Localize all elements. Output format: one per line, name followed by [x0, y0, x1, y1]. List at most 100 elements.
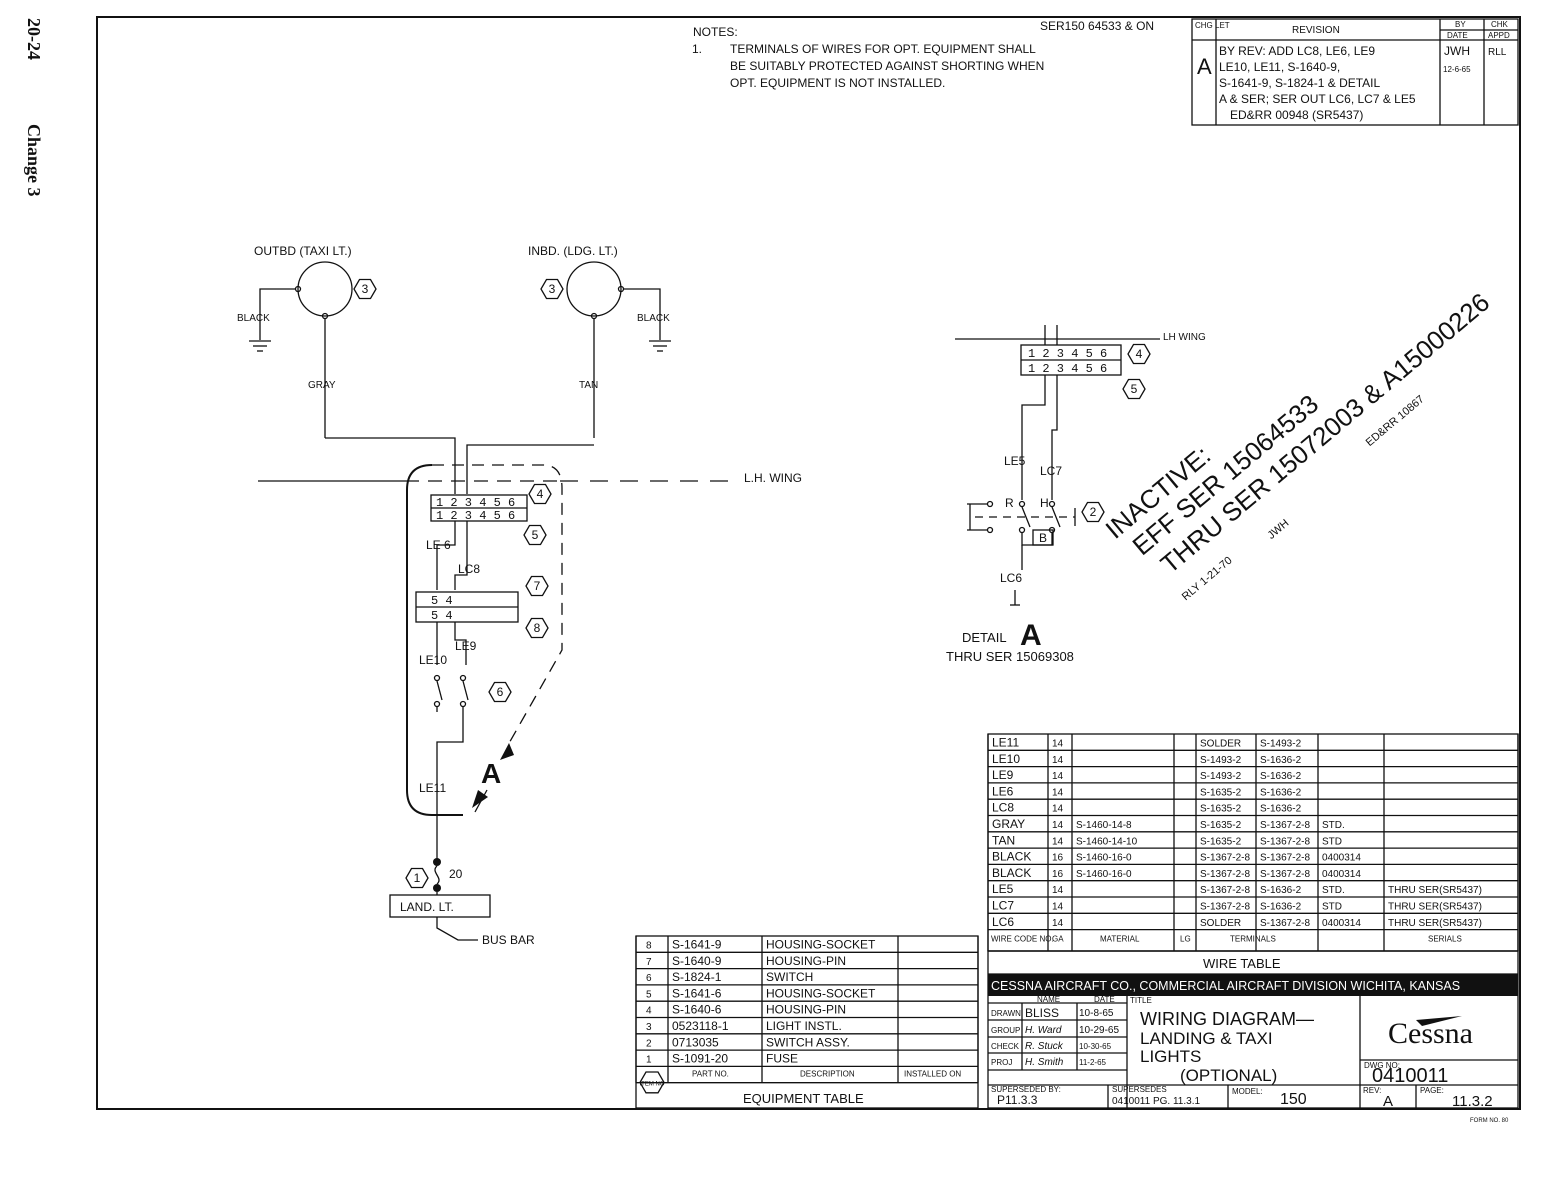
wire-cell: S-1635-2	[1200, 804, 1242, 815]
notes-item-number: 1.	[692, 42, 702, 56]
callout-label: 4	[537, 487, 544, 501]
equipment-cell: SWITCH ASSY.	[766, 1035, 850, 1049]
wire-cell: S-1636-2	[1260, 902, 1302, 913]
dwg-number: 0410011	[1372, 1065, 1448, 1087]
wire-cell: STD.	[1322, 885, 1345, 896]
wire-header: GA	[1052, 935, 1064, 944]
sw-r-label: R	[1005, 496, 1014, 510]
taxi-light-lamp	[297, 261, 353, 317]
revision-col-date: DATE	[1447, 31, 1468, 40]
wire-cell: S-1636-2	[1260, 787, 1302, 798]
wire-cell: S-1367-2-8	[1260, 853, 1310, 864]
equipment-header: PART NO.	[692, 1069, 729, 1078]
equipment-cell: HOUSING-PIN	[766, 954, 846, 968]
title-line-2: LANDING & TAXI	[1140, 1029, 1273, 1048]
item-no-label: ITEM NO	[640, 1081, 665, 1087]
name-drawn: BLISS	[1025, 1006, 1059, 1020]
wire-cell: S-1635-2	[1200, 820, 1242, 831]
wire-cell: SOLDER	[1200, 918, 1241, 929]
wire-header: WIRE CODE NO.	[991, 935, 1054, 944]
sw-b-label: B	[1039, 531, 1047, 545]
callout-1: 2	[1081, 501, 1105, 523]
inactive-initials: JWH	[1265, 517, 1291, 542]
model-value: 150	[1280, 1091, 1307, 1108]
wire-cell: THRU SER(SR5437)	[1388, 885, 1482, 896]
equipment-cell: HOUSING-PIN	[766, 1003, 846, 1017]
fuse-icon	[433, 858, 441, 866]
revision-line-5: ED&RR 00948 (SR5437)	[1230, 108, 1363, 122]
wire-cell: S-1367-2-8	[1260, 836, 1310, 847]
wire-cell: S-1635-2	[1200, 836, 1242, 847]
sheet-border	[96, 16, 1521, 1110]
wire-cell: THRU SER(SR5437)	[1388, 902, 1482, 913]
callout-label: 6	[497, 685, 504, 699]
revision-date: 12-6-65	[1443, 65, 1471, 74]
superseded-value: P11.3.3	[997, 1093, 1038, 1107]
notes-block: NOTES: 1. TERMINALS OF WIRES FOR OPT. EQ…	[692, 19, 1154, 90]
detail-pins-top: 1 2 3 4 5 6	[1028, 347, 1107, 361]
item-no-hexagon	[639, 1071, 665, 1094]
inactive-line-3: THRU SER 15072003 & A15000226	[1155, 287, 1495, 579]
wire-cell: S-1460-16-0	[1076, 869, 1132, 880]
wire-table-title: WIRE TABLE	[1203, 956, 1281, 971]
wire-cell: STD	[1322, 902, 1342, 913]
wire-cell: 0400314	[1322, 853, 1361, 864]
equipment-cell: 6	[646, 973, 652, 984]
equipment-cell: SWITCH	[766, 970, 813, 984]
wire-cell: 16	[1052, 853, 1064, 864]
wire-cell: 14	[1052, 804, 1064, 815]
black-left-label: BLACK	[237, 313, 270, 324]
detail-serial: THRU SER 15069308	[946, 649, 1074, 664]
revision-line-3: S-1641-9, S-1824-1 & DETAIL	[1219, 76, 1381, 90]
revision-line-4: A & SER; SER OUT LC6, LC7 & LE5	[1219, 92, 1416, 106]
wire-cell: THRU SER(SR5437)	[1388, 918, 1482, 929]
callout-6: 5	[523, 524, 547, 546]
landing-taxi-circuit: OUTBD (TAXI LT.) INBD. (LDG. LT.) BLACK …	[237, 244, 802, 947]
wire-cell: 14	[1052, 918, 1064, 929]
company-banner: CESSNA AIRCRAFT CO., COMMERCIAL AIRCRAFT…	[991, 979, 1460, 993]
wire-cell: LC8	[992, 801, 1014, 815]
detail-letter: A	[1020, 619, 1042, 652]
wire-cell: 14	[1052, 820, 1064, 831]
wire-cell: SOLDER	[1200, 739, 1241, 750]
callout-label: 5	[532, 528, 539, 542]
equipment-cell: 3	[646, 1022, 652, 1033]
wire-cell: 14	[1052, 739, 1064, 750]
wire-cell: S-1493-2	[1260, 739, 1302, 750]
equipment-cell: S-1091-20	[672, 1052, 728, 1066]
inactive-stamp: INACTIVE: EFF SER 15064533 THRU SER 1507…	[1100, 287, 1496, 603]
wire-cell: S-1460-14-8	[1076, 820, 1132, 831]
wire-header: TERMINALS	[1230, 935, 1276, 944]
lc8-label: LC8	[458, 562, 480, 576]
outbd-label: OUTBD (TAXI LT.)	[254, 244, 352, 258]
wire-cell: S-1367-2-8	[1200, 869, 1250, 880]
rev-label: REV:	[1363, 1086, 1381, 1095]
detail-lh-wing: LH WING	[1163, 332, 1206, 343]
wire-cell: S-1460-14-10	[1076, 836, 1138, 847]
title-line-1: WIRING DIAGRAM—	[1140, 1009, 1314, 1029]
revision-block: CHG LET REVISION BY CHK DATE APPD A BY R…	[1191, 18, 1519, 126]
wire-cell: 16	[1052, 869, 1064, 880]
revision-col-chk: CHK	[1491, 20, 1509, 29]
equipment-cell: S-1640-9	[672, 954, 722, 968]
equipment-cell: S-1641-9	[672, 938, 722, 952]
wire-cell: S-1493-2	[1200, 755, 1242, 766]
wire-cell: STD	[1322, 836, 1342, 847]
landing-light-lamp	[566, 261, 622, 317]
title-line-3: LIGHTS	[1140, 1047, 1201, 1066]
revision-col-chg: CHG LET	[1195, 21, 1230, 30]
notes-serial: SER150 64533 & ON	[1040, 19, 1154, 33]
wire-cell: S-1367-2-8	[1260, 820, 1310, 831]
le11-label: LE11	[419, 781, 446, 795]
equipment-cell: 2	[646, 1038, 652, 1049]
role-group: GROUP	[991, 1026, 1020, 1035]
name-group: H. Ward	[1025, 1025, 1062, 1036]
land-lt-switch	[389, 894, 491, 918]
callout-3: 3	[540, 278, 564, 300]
connector-pins-top: 1 2 3 4 5 6	[436, 496, 515, 510]
wire-cell: 14	[1052, 902, 1064, 913]
callout-4: 4	[528, 483, 552, 505]
callout-label: 2	[1090, 505, 1097, 519]
wire-cell: S-1636-2	[1260, 885, 1302, 896]
wire-cell: LE11	[992, 736, 1019, 750]
